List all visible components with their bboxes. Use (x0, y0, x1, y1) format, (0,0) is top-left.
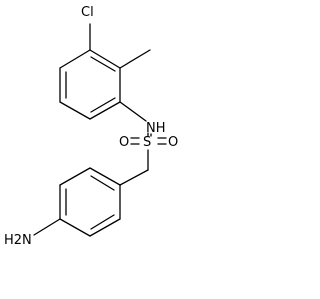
bond-ring1-f-inner (90, 56, 116, 72)
amine-label: H2N (4, 233, 32, 248)
bond-ring1-f (89, 49, 121, 69)
lower-benzene-ring (59, 167, 121, 237)
oxygen-left-label: O (119, 135, 129, 150)
bond-ch2-ring (119, 169, 149, 186)
structure-diagram: Cl NH S O O H2N (4, 5, 178, 248)
bond-ring2-b (59, 167, 91, 186)
bond-ring1-d-inner (90, 97, 116, 113)
chlorine-label: Cl (81, 5, 94, 20)
bond-ring2-a (89, 167, 121, 186)
bond-ring1-c (59, 101, 91, 120)
bond-ring2-e-inner (90, 214, 115, 230)
molecule-canvas: Cl NH S O O H2N (4, 5, 179, 248)
sulfur-label: S (143, 135, 151, 150)
bond-c-nh2 (33, 218, 61, 236)
nh-label: NH (146, 121, 166, 136)
oxygen-right-label: O (168, 135, 178, 150)
bond-c-n (119, 101, 147, 122)
bond-ring2-a-inner (90, 175, 115, 191)
bond-methyl (119, 49, 151, 69)
bond-ring2-d (59, 218, 91, 237)
bond-ring1-d (89, 101, 121, 120)
bond-ring2-e (89, 218, 121, 237)
bond-ring1-a (59, 49, 91, 69)
upper-benzene-ring (59, 49, 121, 120)
